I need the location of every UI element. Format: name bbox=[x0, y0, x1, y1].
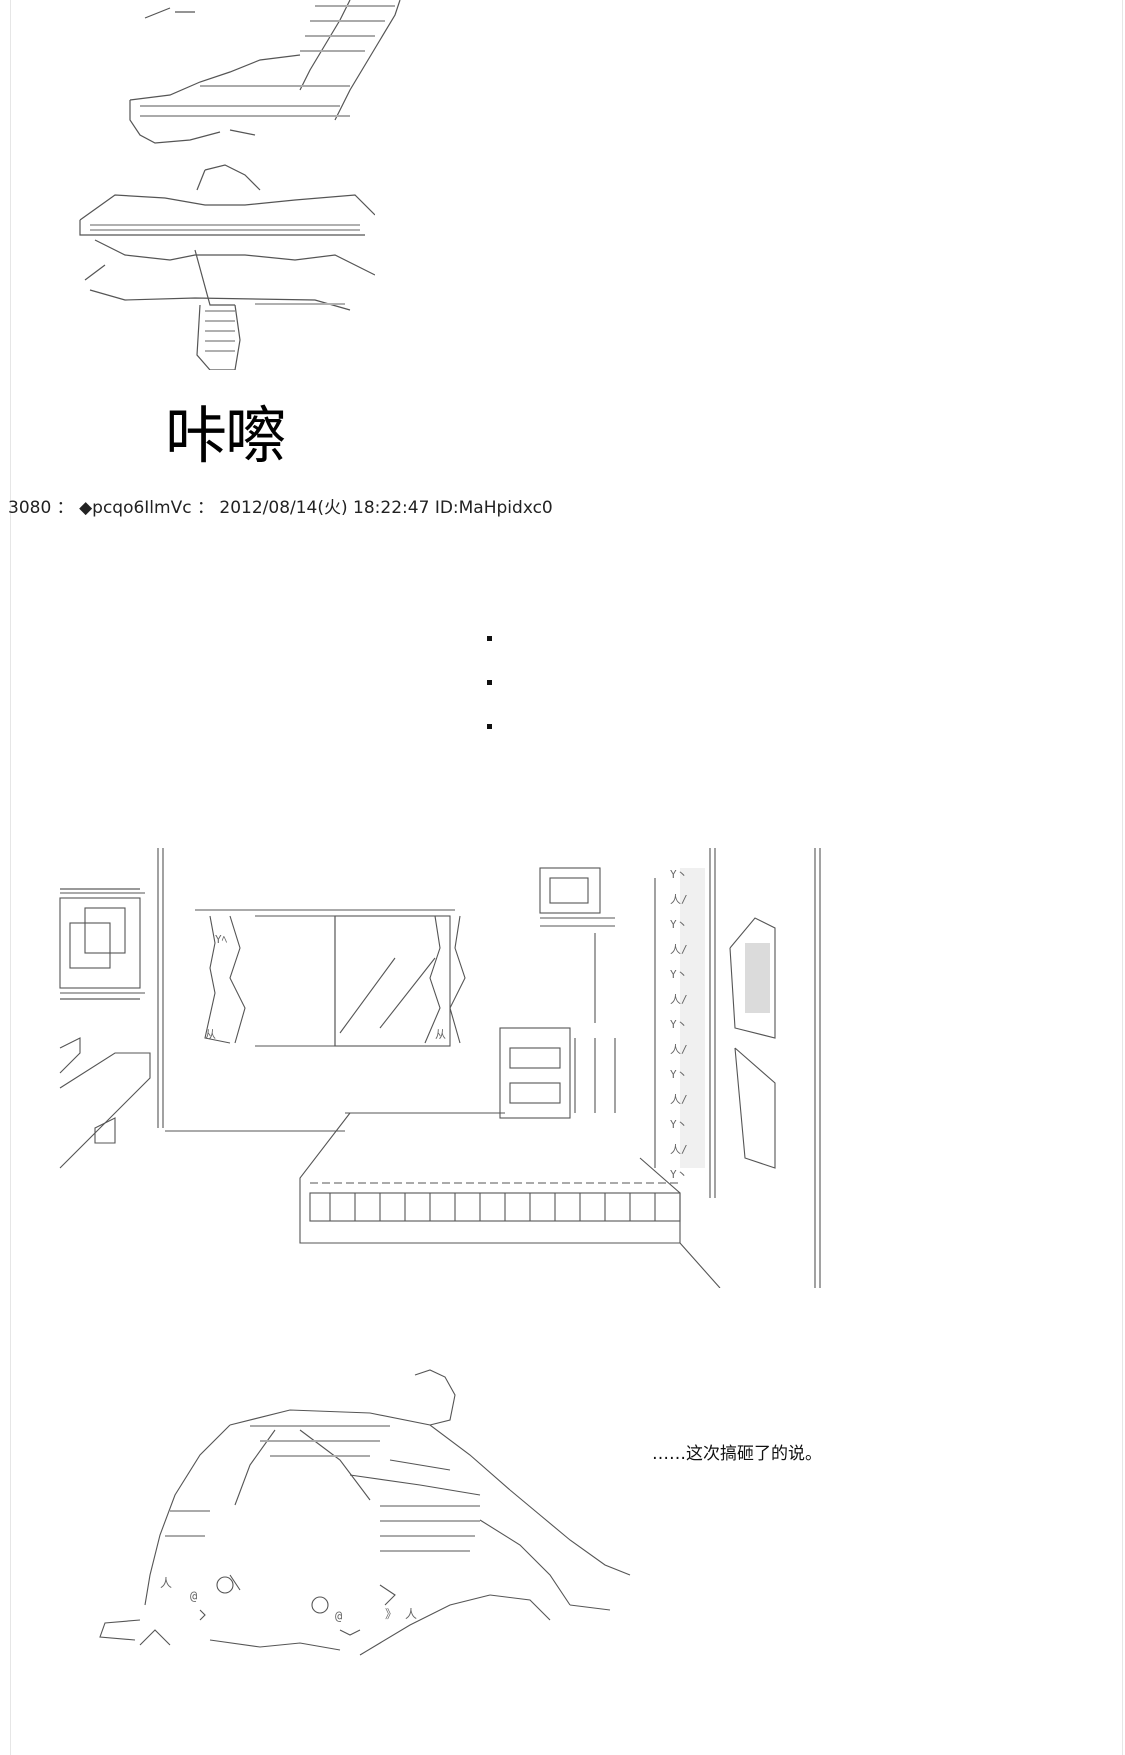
svg-text:Y丶: Y丶 bbox=[670, 1168, 688, 1181]
post-header: 3080 ： ◆pcqo6IlmVc ： 2012/08/14(火) 18:22… bbox=[8, 497, 553, 519]
svg-text:人/: 人/ bbox=[670, 1143, 688, 1156]
left-border bbox=[10, 0, 11, 1755]
ascii-art-cross bbox=[75, 160, 375, 370]
post-number: 3080 bbox=[8, 498, 52, 518]
svg-text:人/: 人/ bbox=[670, 893, 688, 906]
svg-text:Y丶: Y丶 bbox=[670, 918, 688, 931]
svg-text:人/: 人/ bbox=[670, 993, 688, 1006]
ascii-art-character: @ @ 》 人 人 bbox=[50, 1365, 670, 1660]
sound-effect-text: 咔嚓 bbox=[165, 399, 287, 472]
post-date: 2012/08/14(火) bbox=[219, 498, 348, 518]
svg-text:人/: 人/ bbox=[670, 1093, 688, 1106]
ascii-art-swoosh bbox=[110, 0, 410, 155]
character-dialogue: ……这次搞砸了的说。 bbox=[652, 1444, 822, 1464]
post-separator-2: ： bbox=[196, 498, 214, 518]
svg-text:人/: 人/ bbox=[670, 943, 688, 956]
svg-text:Y丶: Y丶 bbox=[670, 1068, 688, 1081]
svg-text:@: @ bbox=[335, 1609, 342, 1623]
svg-text:从: 从 bbox=[435, 1028, 446, 1041]
post-author[interactable]: ◆pcqo6IlmVc bbox=[79, 498, 192, 518]
ascii-art-room-scene: Y丶 人/ Y丶 人/ Y丶 人/ Y丶 人/ Y丶 人/ Y丶 人/ Y丶 Y… bbox=[55, 848, 845, 1288]
right-border bbox=[1122, 0, 1123, 1755]
ellipsis-dot-2 bbox=[487, 680, 492, 685]
svg-text:人: 人 bbox=[160, 1576, 172, 1590]
svg-text:》: 》 bbox=[385, 1607, 397, 1621]
svg-text:Y丶: Y丶 bbox=[670, 868, 688, 881]
svg-text:Yﾍ: Yﾍ bbox=[215, 933, 228, 946]
svg-text:人: 人 bbox=[405, 1607, 417, 1621]
ellipsis-dot-3 bbox=[487, 724, 492, 729]
post-id[interactable]: ID:MaHpidxc0 bbox=[434, 498, 553, 518]
ellipsis-dot-1 bbox=[487, 636, 492, 641]
post-separator: ： bbox=[56, 498, 74, 518]
svg-text:Y丶: Y丶 bbox=[670, 1018, 688, 1031]
svg-text:Y丶: Y丶 bbox=[670, 1118, 688, 1131]
post-time: 18:22:47 bbox=[353, 498, 430, 518]
svg-text:从: 从 bbox=[205, 1028, 216, 1041]
svg-text:人/: 人/ bbox=[670, 1043, 688, 1056]
svg-text:@: @ bbox=[190, 1589, 197, 1603]
svg-text:Y丶: Y丶 bbox=[670, 968, 688, 981]
